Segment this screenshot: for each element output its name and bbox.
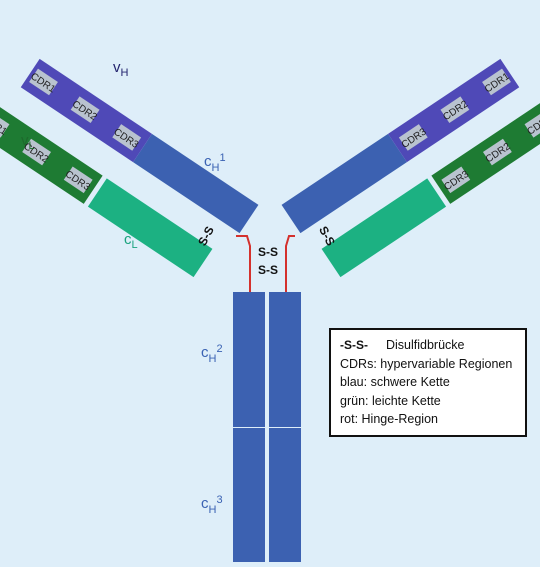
hinge-disulfide-1: S-S — [258, 245, 278, 259]
legend-row-red: rot: Hinge-Region — [340, 410, 525, 429]
cl-label: cL — [124, 231, 138, 251]
right-cl-domain — [321, 178, 447, 278]
legend-row-green: grün: leichte Kette — [340, 392, 525, 411]
ch1-label: cH1 — [204, 152, 226, 174]
legend-item-light: grün: leichte Kette — [340, 393, 441, 408]
legend-item-cdrs: CDRs: hypervariable Regionen — [340, 356, 513, 371]
legend-item-heavy: blau: schwere Kette — [340, 375, 450, 389]
right-light-chain: CDR3 CDR2 CDR1 — [321, 101, 540, 278]
stem-domains — [233, 292, 301, 562]
left-light-cdr1: CDR1 — [0, 110, 10, 138]
legend-item-hinge: rot: Hinge-Region — [340, 412, 438, 426]
legend-row-cdrs: CDRs: hypervariable Regionen — [340, 355, 525, 374]
right-heavy-chain: CDR3 CDR2 CDR1 — [281, 58, 520, 234]
legend-item-disulfide: Disulfidbrücke — [386, 338, 465, 352]
legend-row-disulfide: -S-S- Disulfidbrücke — [340, 336, 525, 355]
ch2-label: cH2 — [201, 343, 223, 365]
ch3-right — [269, 428, 301, 562]
left-ch1-domain — [133, 133, 259, 234]
legend-disulfide-symbol: -S-S- — [340, 338, 368, 352]
svg-text:CDR1: CDR1 — [0, 113, 9, 138]
hinge-disulfide-2: S-S — [258, 263, 278, 277]
legend-box: -S-S- Disulfidbrücke CDRs: hypervariable … — [329, 328, 527, 437]
ch2-left — [233, 292, 265, 427]
left-cl-domain — [87, 178, 213, 278]
vh-label: vH — [113, 59, 129, 79]
left-light-chain: CDR3 CDR2 CDR1 — [0, 101, 213, 278]
hinge-region — [236, 235, 295, 292]
right-ch1-domain — [281, 133, 407, 234]
ch2-right — [269, 292, 301, 427]
ch3-left — [233, 428, 265, 562]
ch3-label: cH3 — [201, 494, 223, 516]
legend-row-blue: blau: schwere Kette — [340, 373, 525, 392]
vl-label: vL — [21, 132, 35, 152]
left-heavy-chain: CDR3 CDR2 CDR1 — [20, 58, 259, 234]
